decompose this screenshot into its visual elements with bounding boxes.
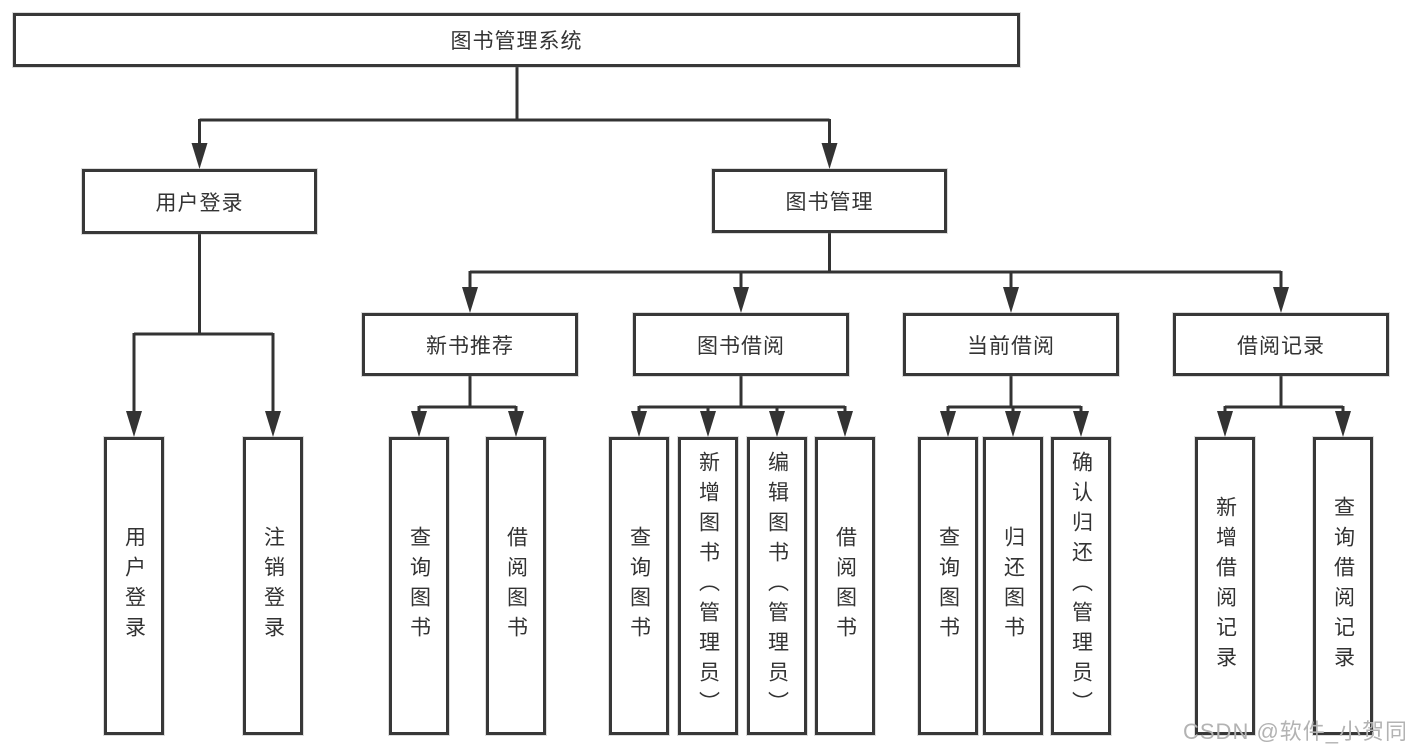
- connector-book-borrowing-children: [631, 376, 853, 437]
- leaf-add-book-admin: 新增图书（管理员）: [678, 437, 738, 735]
- leaf-query-borrow-record-label: 查询借阅记录: [1331, 496, 1355, 676]
- connector-user-login-children: [126, 234, 281, 437]
- leaf-add-borrow-record-label: 新增借阅记录: [1213, 496, 1237, 676]
- node-new-book-recommend: 新书推荐: [362, 313, 578, 376]
- leaf-query-books-current-label: 查询图书: [936, 526, 960, 646]
- node-user-login-label: 用户登录: [155, 191, 244, 215]
- connector-current-borrowing-children: [940, 376, 1089, 437]
- connector-root-to-level2: [191, 66, 838, 169]
- leaf-logout: 注销登录: [243, 437, 303, 735]
- connector-book-management-children: [462, 233, 1289, 313]
- leaf-user-login: 用户登录: [104, 437, 164, 735]
- node-current-borrowing-label: 当前借阅: [967, 334, 1055, 358]
- node-borrowing-records: 借阅记录: [1173, 313, 1389, 376]
- leaf-borrow-books-recommend: 借阅图书: [486, 437, 546, 735]
- leaf-edit-book-admin: 编辑图书（管理员）: [747, 437, 807, 735]
- node-root: 图书管理系统: [13, 13, 1020, 67]
- leaf-add-book-admin-label: 新增图书（管理员）: [696, 451, 720, 721]
- leaf-query-books-borrowing: 查询图书: [609, 437, 669, 735]
- node-book-management-label: 图书管理: [785, 191, 874, 214]
- connector-borrowing-records-children: [1217, 376, 1351, 437]
- leaf-confirm-return-admin-label: 确认归还（管理员）: [1069, 451, 1093, 721]
- leaf-query-books-borrowing-label: 查询图书: [627, 526, 651, 646]
- leaf-logout-label: 注销登录: [261, 526, 285, 646]
- leaf-borrow-books-borrowing: 借阅图书: [815, 437, 875, 735]
- leaf-query-borrow-record: 查询借阅记录: [1313, 437, 1373, 735]
- node-user-login: 用户登录: [82, 169, 317, 234]
- node-new-book-recommend-label: 新书推荐: [426, 334, 514, 358]
- leaf-borrow-books-recommend-label: 借阅图书: [504, 526, 528, 646]
- leaf-query-books-recommend: 查询图书: [389, 437, 449, 735]
- leaf-confirm-return-admin: 确认归还（管理员）: [1051, 437, 1111, 735]
- leaf-query-books-current: 查询图书: [918, 437, 978, 735]
- csdn-watermark: CSDN @软件_小贺同学: [1183, 719, 1405, 744]
- connector-new-book-recommend-children: [411, 376, 524, 437]
- leaf-return-books-label: 归还图书: [1001, 526, 1025, 646]
- node-root-label: 图书管理系统: [450, 30, 583, 53]
- node-book-borrowing-label: 图书借阅: [697, 334, 785, 358]
- leaf-user-login-label: 用户登录: [122, 526, 146, 646]
- leaf-edit-book-admin-label: 编辑图书（管理员）: [765, 451, 789, 721]
- leaf-query-books-recommend-label: 查询图书: [407, 526, 431, 646]
- node-book-borrowing: 图书借阅: [633, 313, 849, 376]
- leaf-borrow-books-borrowing-label: 借阅图书: [833, 526, 857, 646]
- leaf-add-borrow-record: 新增借阅记录: [1195, 437, 1255, 735]
- node-book-management: 图书管理: [712, 169, 947, 233]
- leaf-return-books: 归还图书: [983, 437, 1043, 735]
- node-borrowing-records-label: 借阅记录: [1237, 334, 1325, 358]
- node-current-borrowing: 当前借阅: [903, 313, 1119, 376]
